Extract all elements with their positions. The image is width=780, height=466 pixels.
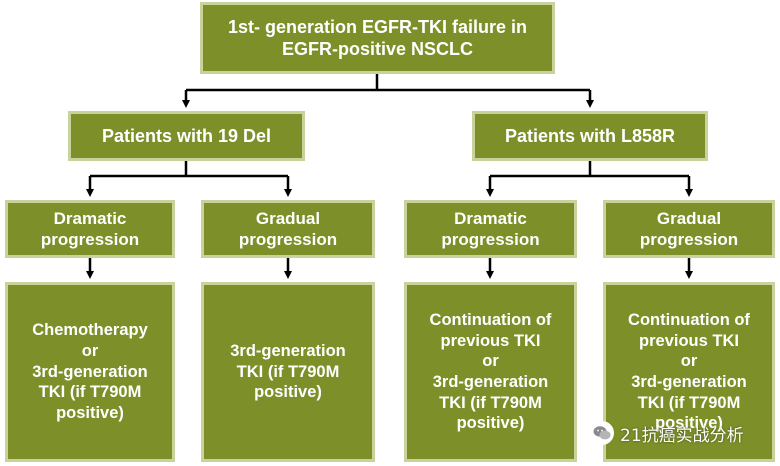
wechat-icon <box>590 421 614 445</box>
watermark-text: 21抗癌实战分析 <box>620 425 744 446</box>
treatment-label: Continuation of previous TKI or 3rd-gene… <box>628 311 750 433</box>
treatment-19-del-dramatic: Chemotherapy or 3rd-generation TKI (if T… <box>5 282 175 462</box>
treatment-l858r-dramatic: Continuation of previous TKI or 3rd-gene… <box>404 282 577 462</box>
node-l858r: Patients with L858R <box>472 111 708 161</box>
treatment-19-del-gradual: 3rd-generation TKI (if T790M positive) <box>201 282 375 462</box>
node-l858r-label: Patients with L858R <box>504 125 676 146</box>
treatment-label: Chemotherapy or 3rd-generation TKI (if T… <box>32 321 148 422</box>
node-19-del-dramatic-progression: Dramatic progression <box>5 200 175 258</box>
root-node: 1st- generation EGFR-TKI failure in EGFR… <box>200 2 555 74</box>
treatment-label: Continuation of previous TKI or 3rd-gene… <box>429 311 552 433</box>
node-19-del-gradual-progression: Gradual progression <box>201 200 375 258</box>
progression-label: Gradual progression <box>639 208 739 249</box>
node-l858r-gradual-progression: Gradual progression <box>603 200 775 258</box>
treatment-label: 3rd-generation TKI (if T790M positive) <box>230 342 346 402</box>
node-19-del-label: Patients with 19 Del <box>101 125 272 146</box>
root-node-label: 1st- generation EGFR-TKI failure in EGFR… <box>227 16 528 60</box>
watermark: 21抗癌实战分析 <box>590 417 772 449</box>
progression-label: Gradual progression <box>238 208 338 249</box>
progression-label: Dramatic progression <box>40 208 140 249</box>
treatment-l858r-gradual: Continuation of previous TKI or 3rd-gene… <box>603 282 775 462</box>
node-l858r-dramatic-progression: Dramatic progression <box>404 200 577 258</box>
node-19-del: Patients with 19 Del <box>68 111 305 161</box>
progression-label: Dramatic progression <box>441 208 540 249</box>
